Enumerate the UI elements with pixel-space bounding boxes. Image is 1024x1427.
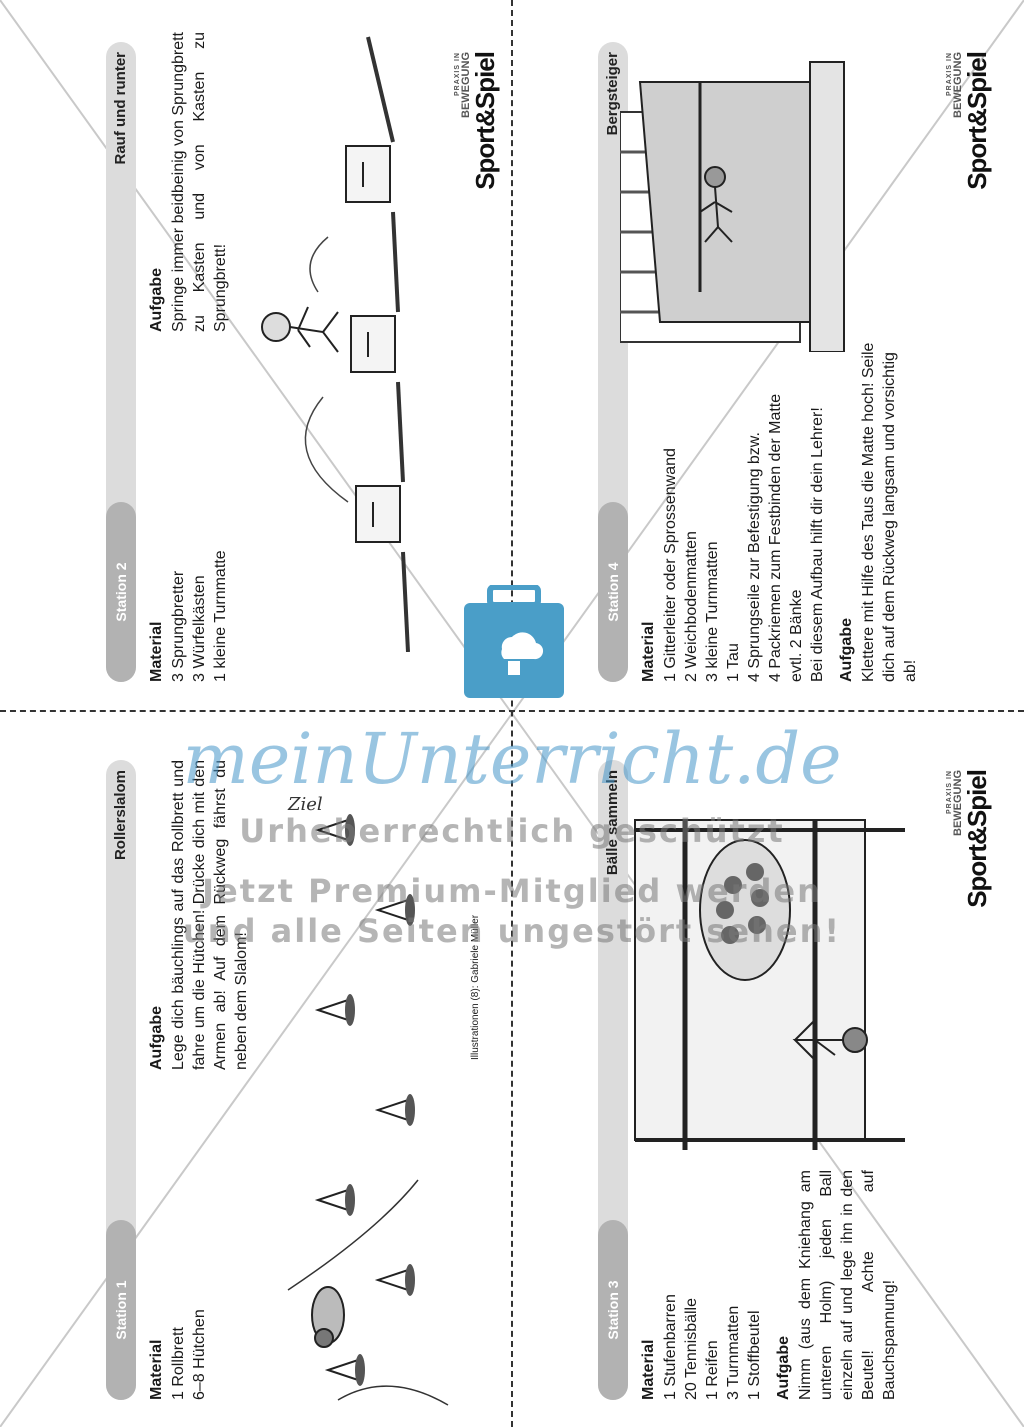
aufgabe-label: Aufgabe: [148, 268, 165, 332]
station-card-1: Station 1 Rollerslalom Material 1 Rollbr…: [48, 750, 508, 1410]
illustration-climbing-wall: [620, 61, 845, 352]
card-title: Rauf und runter: [112, 52, 129, 165]
watermark-brand: meinUnterricht.de: [182, 718, 842, 800]
aufgabe-label: Aufgabe: [775, 1336, 792, 1400]
hoop-with-balls: [699, 839, 791, 981]
station-label: Station 2: [106, 502, 136, 682]
box-1: [355, 485, 401, 543]
aufgabe-label: Aufgabe: [838, 618, 855, 682]
cone: [374, 894, 415, 926]
material-list: 1 Gitterleiter oder Sprossenwand 2 Weich…: [662, 393, 826, 682]
material-label: Material: [640, 621, 657, 682]
jumping-child: [261, 306, 339, 353]
sport-spiel-logo: PRAXIS IN BEWEGUNG Sport&Spiel: [946, 52, 992, 190]
material-list: 1 Stufenbarren 20 Tennisbälle 1 Reifen 3…: [662, 1294, 763, 1400]
station-card-3: Station 3 Bälle sammeln Material 1 Stufe…: [540, 750, 1000, 1410]
station-label: Station 1: [106, 1220, 136, 1400]
cut-line-vertical: [511, 0, 513, 1427]
material-label: Material: [148, 621, 165, 682]
station-label: Station 3: [598, 1220, 628, 1400]
cut-line-horizontal: [0, 710, 1024, 712]
crash-mat: [638, 61, 845, 352]
hanging-child: [792, 1019, 868, 1061]
sport-spiel-logo: PRAXIS IN BEWEGUNG Sport&Spiel: [454, 52, 500, 190]
box-2: [350, 315, 396, 373]
illustration-slalom: Ziel: [287, 794, 449, 1406]
material-label: Material: [148, 1339, 165, 1400]
material-section: Material 1 Rollbrett 6–8 Hütchen: [148, 1200, 210, 1400]
material-section: Material 1 Stufenbarren 20 Tennisbälle 1…: [640, 1170, 900, 1400]
material-label: Material: [640, 1339, 657, 1400]
box-3: [345, 145, 391, 203]
aufgabe-text: Nimm (aus dem Kniehang am unteren Holm) …: [797, 1170, 898, 1400]
watermark-line-2: Jetzt Premium-Mitglied werden: [202, 872, 822, 910]
cone: [374, 1094, 415, 1126]
cone: [314, 994, 355, 1026]
cone: [324, 1354, 365, 1386]
aufgabe-text: Springe immer beidbeinig von Sprungbrett…: [170, 32, 229, 332]
station-label: Station 4: [598, 502, 628, 682]
cone: [314, 814, 355, 846]
material-list: 1 Rollbrett 6–8 Hütchen: [170, 1309, 208, 1400]
material-section: Material 3 Sprungbretter 3 Würfelkästen …: [148, 482, 231, 682]
aufgabe-text: Klettere mit Hilfe des Taus die Matte ho…: [860, 342, 919, 682]
material-section: Material 1 Gitterleiter oder Sprossenwan…: [640, 342, 921, 682]
rollbrett-child: [311, 1286, 345, 1348]
handwritten-label: Ziel: [287, 794, 323, 815]
cone: [314, 1184, 355, 1216]
aufgabe-section: Aufgabe Springe immer beidbeinig von Spr…: [148, 32, 231, 332]
watermark-briefcase-icon: [464, 585, 564, 698]
station-card-2: Station 2 Rauf und runter Material 3 Spr…: [48, 32, 508, 692]
climbing-child: [699, 166, 733, 243]
station-card-4: Station 4 Bergsteiger Material 1 Gitterl…: [540, 32, 1000, 692]
cone: [374, 1264, 415, 1296]
illustration-jumping-boxes: [261, 36, 410, 652]
watermark-line-3: und alle Seiten ungestört sehen!: [183, 912, 841, 950]
material-list: 3 Sprungbretter 3 Würfelkästen 1 kleine …: [170, 550, 229, 682]
illustration-uneven-bars: [634, 819, 905, 1150]
watermark-line-1: Urheberrechtlich geschützt: [239, 812, 785, 850]
